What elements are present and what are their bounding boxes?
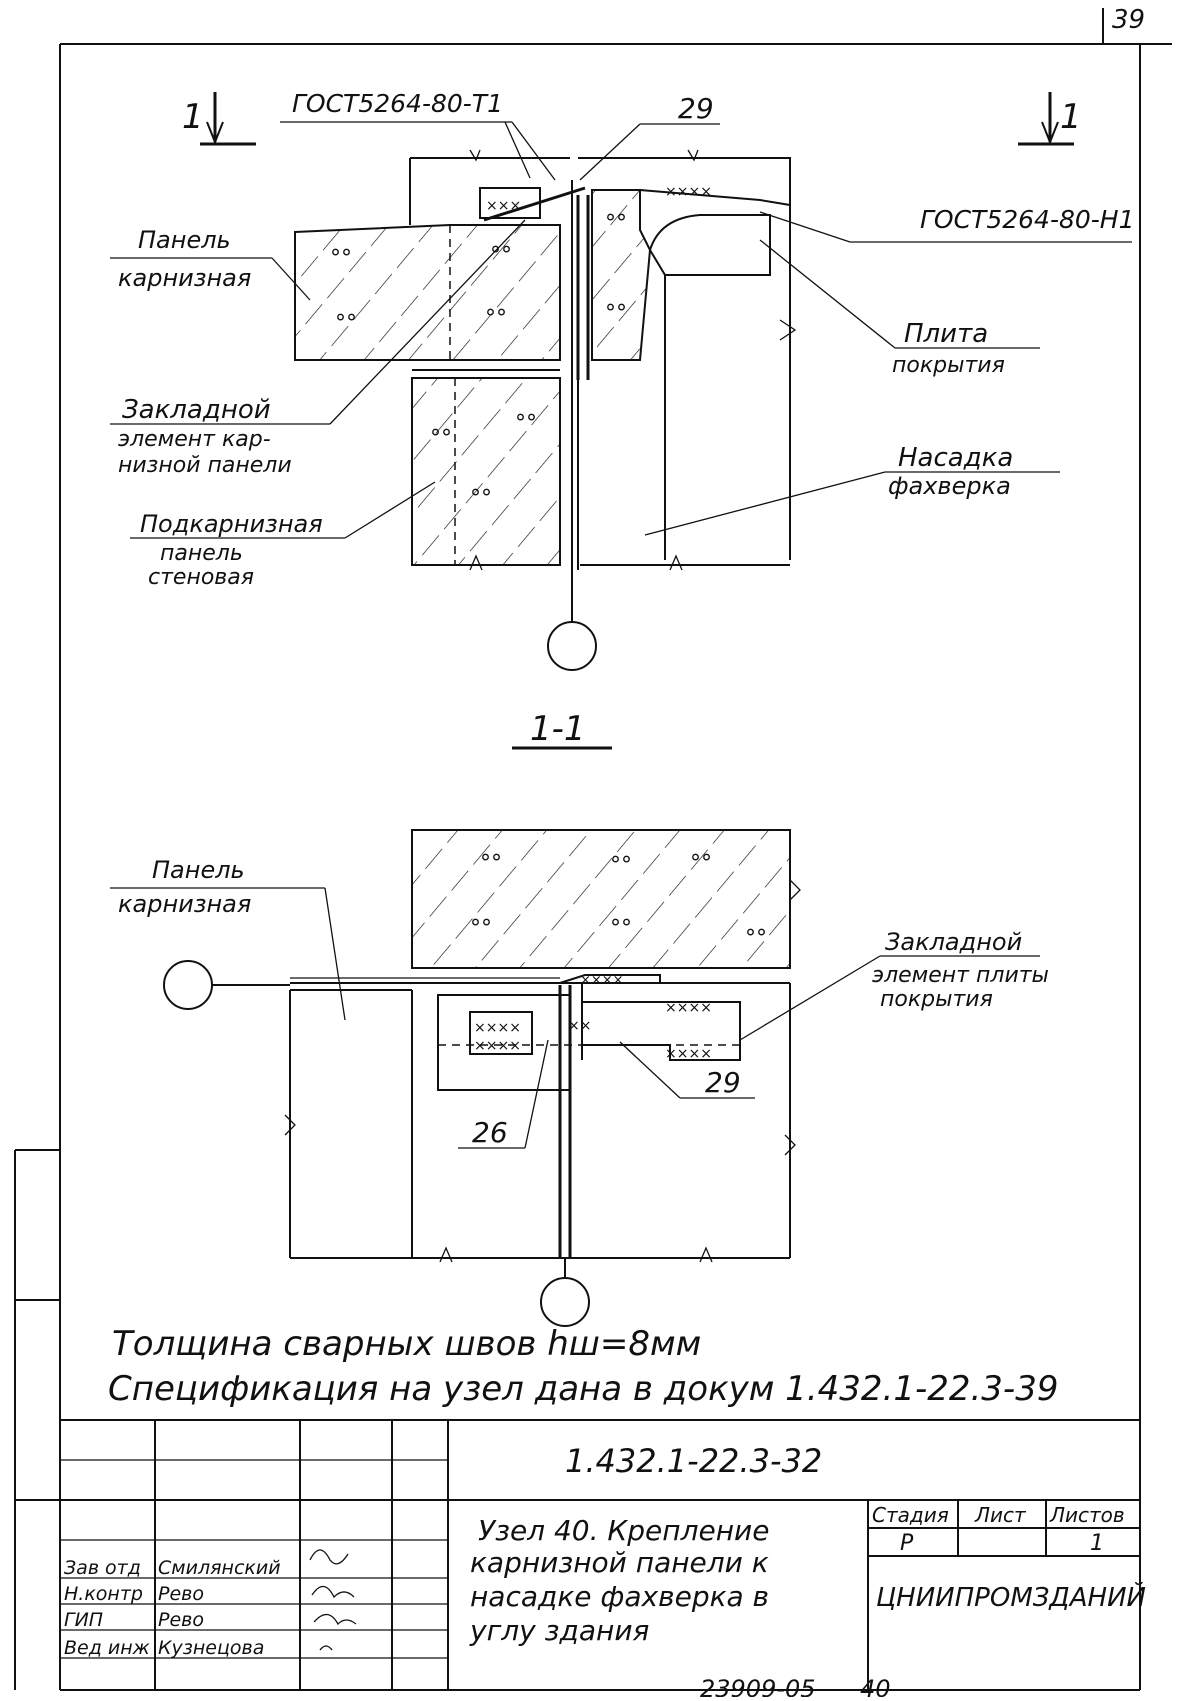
top-panel-label-2: карнизная — [118, 264, 251, 292]
sheet-frame — [14, 8, 1172, 1691]
bottom-number-2: 40 — [860, 1675, 891, 1697]
svg-text:°°: °° — [470, 486, 492, 511]
title-line-3: насадке фахверка в — [470, 1580, 769, 1613]
svg-text:××××: ×××× — [580, 973, 624, 988]
svg-text:××: ×× — [568, 1018, 591, 1034]
title-line-1: Узел 40. Крепление — [478, 1514, 769, 1547]
top-label-29: 29 — [678, 92, 714, 125]
gost-top-label: ГОСТ5264-80-Т1 — [292, 89, 503, 118]
doc-code: 1.432.1-22.3-32 — [565, 1442, 822, 1480]
title-line-2: карнизной панели к — [470, 1546, 769, 1579]
svg-text:°°: °° — [605, 301, 627, 326]
section-panel-label-2: карнизная — [118, 890, 251, 918]
svg-text:°°: °° — [490, 243, 512, 268]
role-1: Н.контр — [64, 1583, 143, 1605]
top-embedded-label-1: Закладной — [122, 395, 271, 425]
top-slab-label-1: Плита — [904, 319, 988, 349]
svg-text:°°: °° — [610, 853, 632, 878]
top-embedded-label-2: элемент кар- — [118, 427, 271, 452]
section-title: 1-1 — [530, 709, 586, 749]
stage-header: Стадия — [872, 1503, 949, 1527]
svg-text:××××: ×××× — [474, 1020, 521, 1036]
svg-text:°°: °° — [745, 926, 767, 951]
stage-value: Р — [900, 1531, 914, 1556]
svg-text:°°: °° — [515, 411, 537, 436]
signature-scribble — [309, 1549, 357, 1651]
name-0: Смилянский — [158, 1557, 281, 1579]
gost-right-label: ГОСТ5264-80-Н1 — [920, 205, 1135, 234]
section-label-29: 29 — [705, 1066, 741, 1099]
bottom-number: 23909-05 — [700, 1675, 816, 1697]
name-1: Рево — [158, 1583, 204, 1605]
title-block — [60, 1419, 1140, 1690]
sheet-corner-number: 39 — [1112, 5, 1145, 35]
svg-text:°°: °° — [690, 851, 712, 876]
top-nasadka-label-1: Насадка — [898, 443, 1013, 473]
title-line-4: углу здания — [469, 1614, 649, 1647]
svg-text:°°: °° — [485, 306, 507, 331]
svg-text:××××: ×××× — [474, 1038, 521, 1054]
top-embedded-label-3: низной панели — [118, 453, 292, 478]
sheets-header: Листов — [1049, 1503, 1125, 1527]
svg-text:°°: °° — [335, 311, 357, 336]
signature-rows: Зав отд Смилянский Н.контр Рево ГИП Рево… — [64, 1549, 357, 1659]
role-0: Зав отд — [64, 1557, 141, 1579]
svg-text:××××: ×××× — [665, 1046, 712, 1062]
weld-note: Толщина сварных швов hш=8мм — [112, 1324, 701, 1364]
organization: ЦНИИПРОМЗДАНИЙ — [876, 1581, 1146, 1613]
role-3: Вед инж — [64, 1637, 150, 1659]
sheets-value: 1 — [1090, 1531, 1104, 1556]
svg-text:××××: ×××× — [665, 1000, 712, 1016]
svg-text:°°: °° — [610, 916, 632, 941]
top-view: 1 1 ГОСТ5264-80-Т1 ГОСТ5264-80-Н1 29 ××× — [110, 89, 1135, 671]
svg-text:°°: °° — [605, 211, 627, 236]
section-embedded-label-2: элемент плиты — [872, 963, 1049, 988]
name-3: Кузнецова — [158, 1637, 264, 1659]
svg-text:°°: °° — [430, 426, 452, 451]
svg-text:°°: °° — [330, 246, 352, 271]
top-subpanel-label-1: Подкарнизная — [140, 510, 323, 538]
top-slab-label-2: покрытия — [892, 353, 1005, 378]
name-2: Рево — [158, 1609, 204, 1631]
section-panel-label-1: Панель — [152, 856, 245, 884]
top-subpanel-label-3: стеновая — [148, 565, 254, 590]
section-label-26: 26 — [472, 1116, 508, 1149]
spec-note: Спецификация на узел дана в докум 1.432.… — [108, 1369, 1058, 1409]
role-2: ГИП — [64, 1609, 103, 1631]
section-mark-right: 1 — [1060, 97, 1082, 137]
svg-text:×××: ××× — [486, 198, 521, 214]
svg-text:°°: °° — [470, 916, 492, 941]
section-view: 1-1 °° °° °° °° °° °° ×××× ×××× ×××× ×××× — [110, 709, 1049, 1327]
section-embedded-label-3: покрытия — [880, 987, 993, 1012]
top-nasadka-label-2: фахверка — [888, 472, 1011, 500]
top-subpanel-label-2: панель — [160, 541, 243, 566]
svg-text:°°: °° — [480, 851, 502, 876]
section-mark-left: 1 — [182, 97, 204, 137]
top-panel-label-1: Панель — [138, 226, 231, 254]
svg-text:××××: ×××× — [665, 184, 712, 200]
section-embedded-label-1: Закладной — [885, 928, 1022, 956]
sheet-header: Лист — [974, 1503, 1027, 1527]
